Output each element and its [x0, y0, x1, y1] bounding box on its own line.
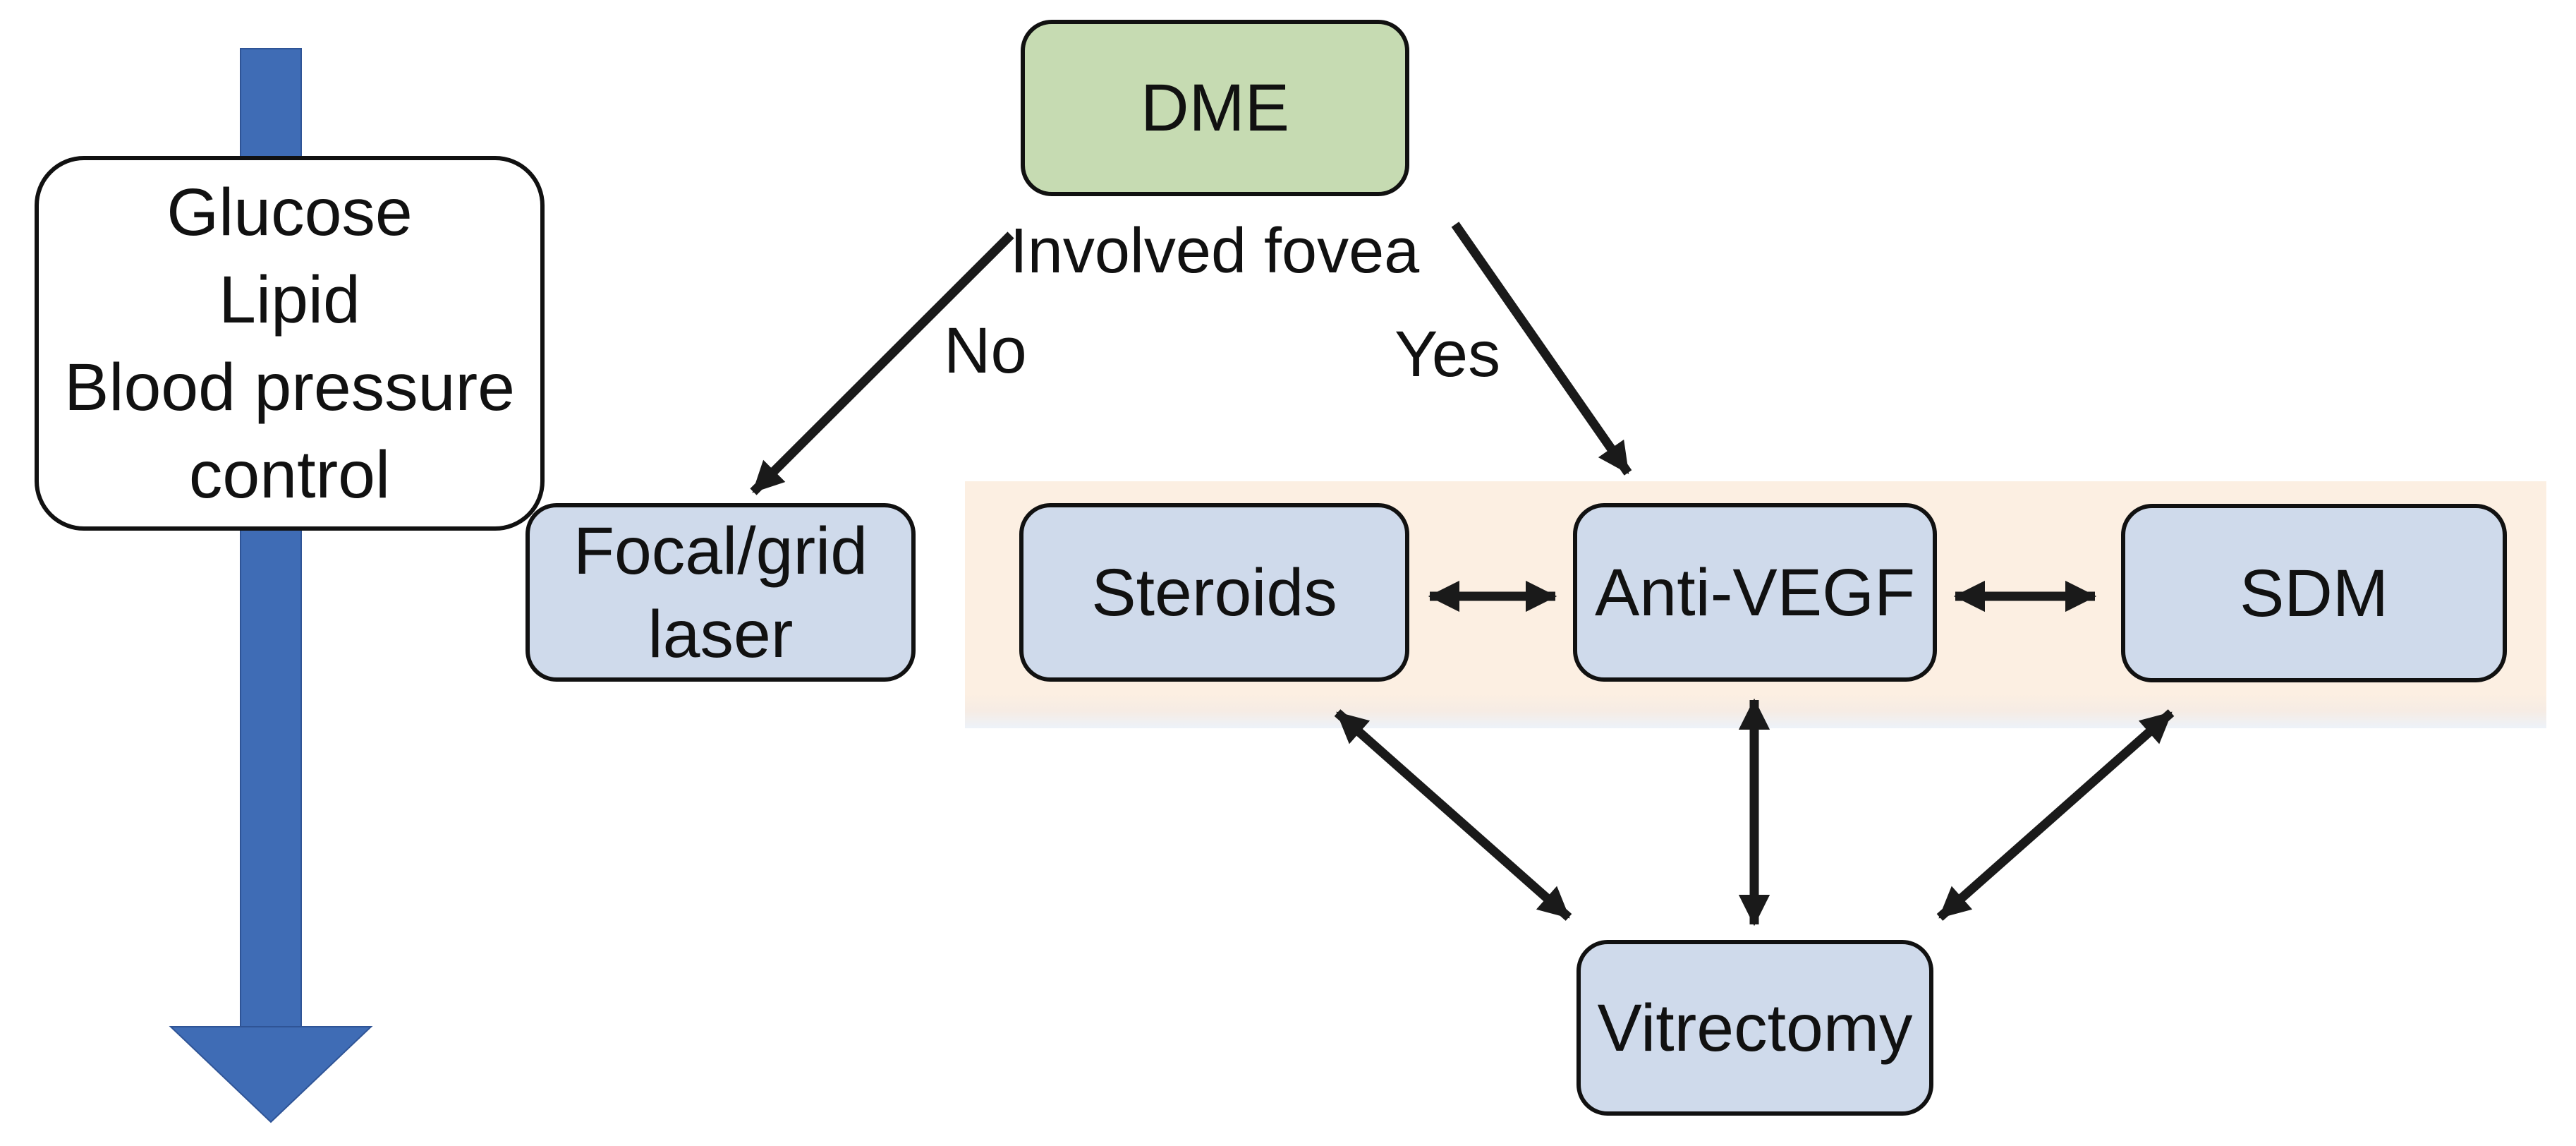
- edge-sdm-vitrectomy: [1936, 709, 2175, 921]
- dme-label: DME: [1140, 71, 1290, 145]
- node-sdm: SDM: [2121, 504, 2507, 682]
- focal-line-2: laser: [648, 596, 794, 672]
- edge-steroids-vitrectomy: [1334, 709, 1572, 921]
- node-steroids: Steroids: [1019, 503, 1409, 682]
- node-dme: DME: [1021, 20, 1409, 196]
- involved-fovea-label: Involved fovea: [1009, 216, 1420, 286]
- control-line-4: control: [188, 437, 391, 512]
- node-focal-grid-laser: Focal/grid laser: [525, 503, 916, 682]
- control-line-2: Lipid: [219, 262, 360, 337]
- anti-vegf-label: Anti-VEGF: [1595, 555, 1915, 630]
- control-line-3: Blood pressure: [64, 349, 515, 425]
- no-branch-label: No: [944, 315, 1027, 387]
- node-systemic-control: Glucose Lipid Blood pressure control: [35, 156, 545, 531]
- vitrectomy-label: Vitrectomy: [1597, 990, 1913, 1066]
- focal-line-1: Focal/grid: [573, 513, 868, 589]
- sdm-label: SDM: [2239, 555, 2389, 631]
- control-line-1: Glucose: [166, 174, 413, 250]
- blue-arrow-head: [169, 1026, 373, 1123]
- node-anti-vegf: Anti-VEGF: [1573, 503, 1937, 682]
- steroids-label: Steroids: [1091, 555, 1337, 630]
- yes-branch-label: Yes: [1395, 318, 1501, 390]
- node-vitrectomy: Vitrectomy: [1576, 940, 1933, 1116]
